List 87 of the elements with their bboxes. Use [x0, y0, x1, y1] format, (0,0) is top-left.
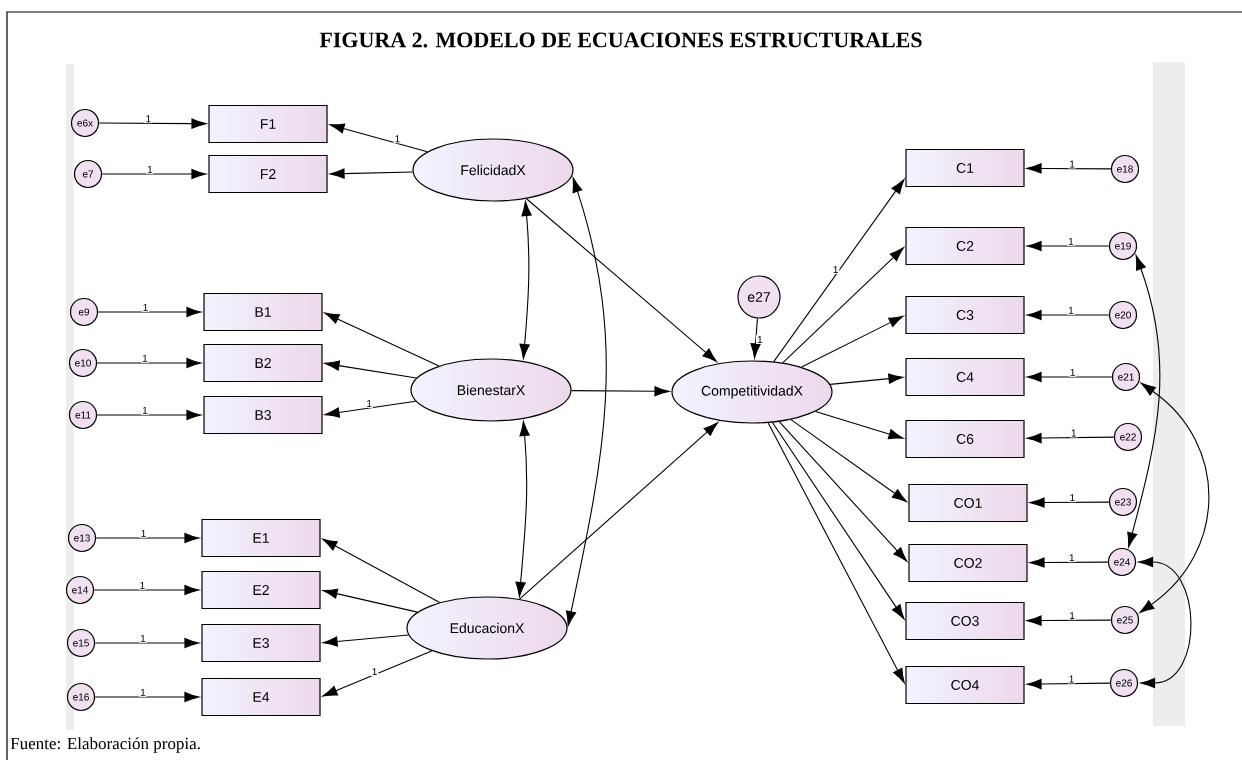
arrow [322, 650, 433, 697]
arrow [790, 419, 907, 503]
edge-label: 1 [1068, 493, 1077, 503]
edge-label: 1 [1069, 428, 1078, 438]
variable-box: B1 [203, 292, 323, 332]
arrow [1026, 163, 1112, 174]
arrow [1029, 557, 1109, 568]
arrow [778, 421, 908, 562]
arrow [515, 421, 530, 597]
arrow [1026, 678, 1111, 690]
variable-box: CO1 [908, 483, 1028, 523]
variable-box: C6 [905, 419, 1025, 459]
variable-box: E2 [201, 570, 321, 610]
arrow [97, 306, 202, 318]
arrow [322, 588, 418, 613]
edge-label: 1 [139, 687, 147, 697]
edge-label: 1 [1068, 159, 1076, 169]
edge-label: 1 [138, 580, 147, 590]
edge-label: 1 [1067, 674, 1076, 684]
variable-box: B3 [203, 395, 323, 435]
arrow [96, 409, 202, 421]
arrow [1139, 382, 1210, 614]
arrow [329, 168, 414, 179]
arrow [750, 318, 761, 359]
arrow [322, 538, 441, 603]
arrow [771, 422, 905, 620]
arrow [801, 315, 904, 368]
variable-box: C4 [905, 357, 1025, 397]
variable-box: C2 [905, 226, 1025, 266]
caption: Fuente: Elaboración propia. [10, 737, 200, 753]
edge-label: 1 [365, 399, 373, 408]
variable-box: CO2 [908, 543, 1028, 583]
arrow [518, 422, 719, 600]
arrow [773, 179, 905, 363]
edge-label: 1 [393, 134, 402, 144]
arrow [1138, 556, 1192, 689]
arrow [93, 584, 200, 596]
arrow [98, 118, 207, 129]
arrow [96, 357, 202, 369]
edge-label: 1 [139, 633, 147, 643]
arrow [322, 634, 409, 647]
variable-box: C1 [905, 148, 1025, 188]
variable-box: F1 [208, 104, 328, 144]
variable-box: B2 [203, 343, 323, 383]
arrow [94, 637, 200, 649]
arrow [324, 360, 417, 379]
edge-label: 1 [370, 667, 379, 677]
edge-label: 1 [1068, 611, 1076, 621]
arrow [1026, 432, 1115, 444]
arrow [782, 247, 905, 364]
title: FIGURA 2. MODELO DE ECUACIONES ESTRUCTURALES [319, 32, 922, 48]
arrow [101, 168, 207, 180]
arrow [767, 422, 905, 684]
arrow [829, 373, 904, 385]
variable-box: CO4 [905, 665, 1025, 705]
edge-label: 1 [141, 405, 149, 415]
variable-box: E4 [201, 677, 321, 717]
arrow [1026, 240, 1110, 252]
arrow [1026, 615, 1112, 626]
variable-box: CO3 [905, 601, 1025, 641]
arrow [1029, 497, 1110, 508]
edge-label: 1 [139, 528, 148, 538]
arrow [1127, 254, 1161, 548]
edge-label: 1 [144, 114, 153, 124]
variable-box: F2 [208, 154, 328, 194]
variable-box: E1 [201, 518, 321, 558]
edge-label: 1 [831, 265, 840, 274]
variable-box: E3 [201, 623, 321, 663]
arrow [519, 201, 532, 359]
arrow [329, 123, 428, 153]
arrow [324, 400, 417, 418]
arrow [526, 198, 718, 363]
arrow [324, 312, 440, 367]
arrow [1026, 309, 1110, 321]
edge-label: 1 [756, 335, 764, 344]
variable-box: C3 [905, 295, 1025, 335]
edge-label: 1 [146, 164, 154, 174]
edge-label: 1 [1068, 553, 1076, 563]
edge-label: 1 [141, 302, 150, 312]
arrow [94, 691, 200, 703]
edge-label: 1 [1067, 305, 1075, 315]
edge-label: 1 [1068, 367, 1077, 377]
arrow [1026, 371, 1113, 383]
arrow [814, 410, 904, 440]
arrow [95, 532, 200, 544]
edge-label: 1 [141, 353, 149, 363]
edge-label: 1 [1067, 236, 1075, 246]
